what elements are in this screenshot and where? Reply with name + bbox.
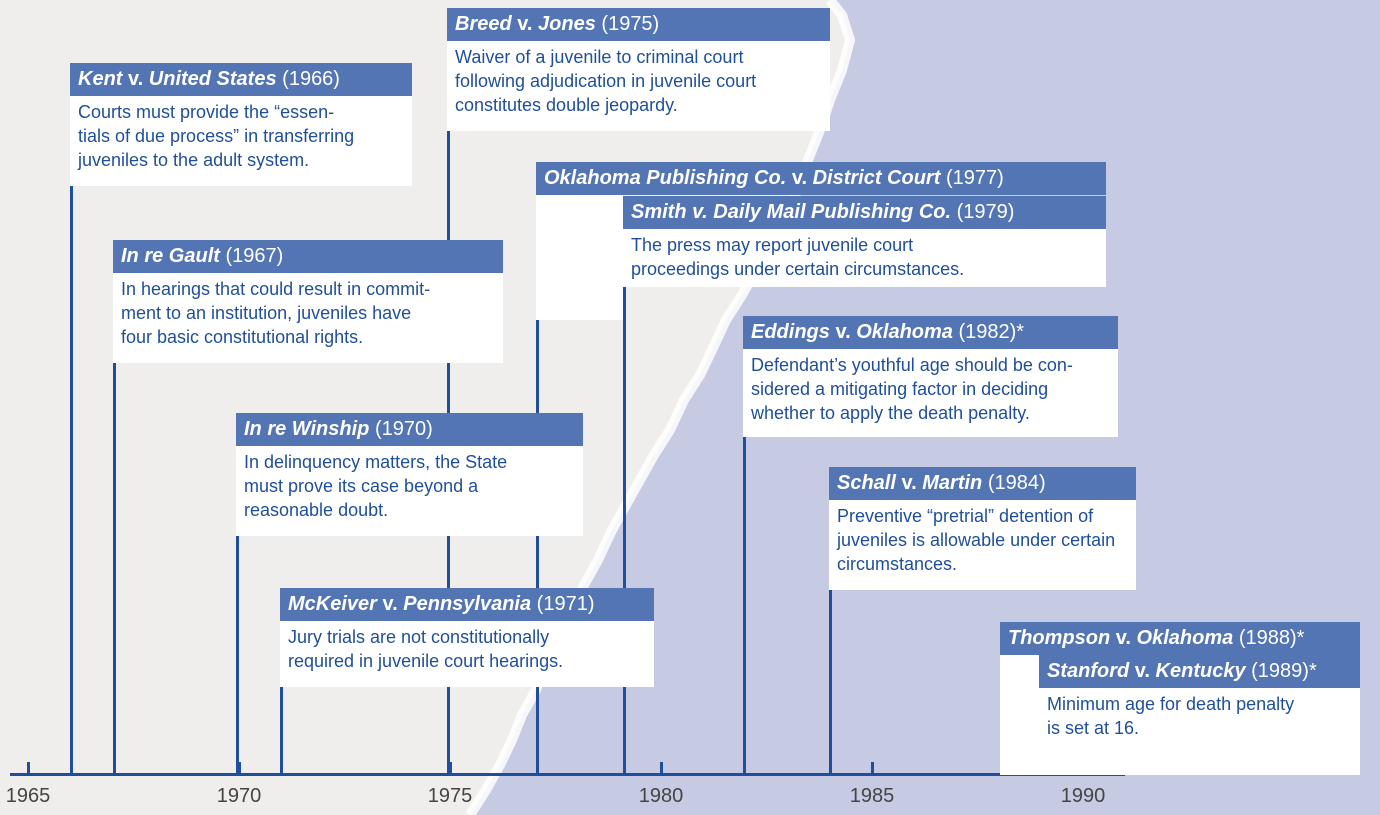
schall-line — [829, 467, 832, 775]
case-card-winship: In re Winship (1970) In delinquency matt… — [236, 413, 583, 536]
case-card-gault: In re Gault (1967) In hearings that coul… — [113, 240, 503, 363]
case-title: Eddings v. Oklahoma (1982)* — [743, 316, 1118, 349]
tick-label: 1990 — [1060, 785, 1106, 807]
timeline-axis — [10, 773, 1125, 776]
case-summary-spacer — [536, 195, 623, 320]
case-title: Smith v. Daily Mail Publishing Co. (1979… — [623, 196, 1106, 229]
case-title: Kent v. United States (1966) — [70, 63, 412, 96]
case-card-schall: Schall v. Martin (1984) Preventive “pret… — [829, 467, 1136, 590]
tick-label: 1985 — [849, 785, 895, 807]
case-title: In re Gault (1967) — [113, 240, 503, 273]
case-title: Schall v. Martin (1984) — [829, 467, 1136, 500]
tick-mark — [871, 762, 874, 773]
tick-label: 1970 — [216, 785, 262, 807]
case-summary: Defendant’s youthful age should be con-s… — [743, 349, 1118, 437]
smith-line — [623, 196, 626, 775]
tick-mark — [238, 762, 241, 773]
case-card-breed: Breed v. Jones (1975) Waiver of a juveni… — [447, 8, 830, 131]
case-title: McKeiver v. Pennsylvania (1971) — [280, 588, 654, 621]
case-summary: Courts must provide the “essen-tials of … — [70, 96, 412, 186]
winship-line — [236, 413, 239, 775]
tick-label: 1980 — [638, 785, 684, 807]
case-card-mckeiver: McKeiver v. Pennsylvania (1971) Jury tri… — [280, 588, 654, 687]
case-title: Stanford v. Kentucky (1989)* — [1039, 655, 1360, 688]
tick-label: 1965 — [5, 785, 51, 807]
kent-line — [70, 65, 73, 775]
case-card-kent: Kent v. United States (1966) Courts must… — [70, 63, 412, 186]
tick-mark — [27, 762, 30, 773]
breed-line — [447, 8, 450, 775]
case-title: Oklahoma Publishing Co. v. District Cour… — [536, 162, 1106, 195]
tick-label: 1975 — [427, 785, 473, 807]
case-title: Thompson v. Oklahoma (1988)* — [1000, 622, 1360, 655]
case-card-smith: Smith v. Daily Mail Publishing Co. (1979… — [623, 196, 1106, 287]
tick-mark — [660, 762, 663, 773]
gault-line — [113, 240, 116, 775]
case-title: In re Winship (1970) — [236, 413, 583, 446]
tick-mark — [449, 762, 452, 773]
case-card-stanford: Stanford v. Kentucky (1989)* Minimum age… — [1039, 655, 1360, 775]
case-summary: In hearings that could result in commit-… — [113, 273, 503, 363]
case-card-oklahoma-publishing: Oklahoma Publishing Co. v. District Cour… — [536, 162, 1106, 320]
eddings-line — [743, 316, 746, 775]
case-card-thompson: Thompson v. Oklahoma (1988)* — [1000, 622, 1360, 775]
case-card-eddings: Eddings v. Oklahoma (1982)* Defendant’s … — [743, 316, 1118, 437]
case-title: Breed v. Jones (1975) — [447, 8, 830, 41]
case-summary-spacer — [1000, 655, 1039, 775]
